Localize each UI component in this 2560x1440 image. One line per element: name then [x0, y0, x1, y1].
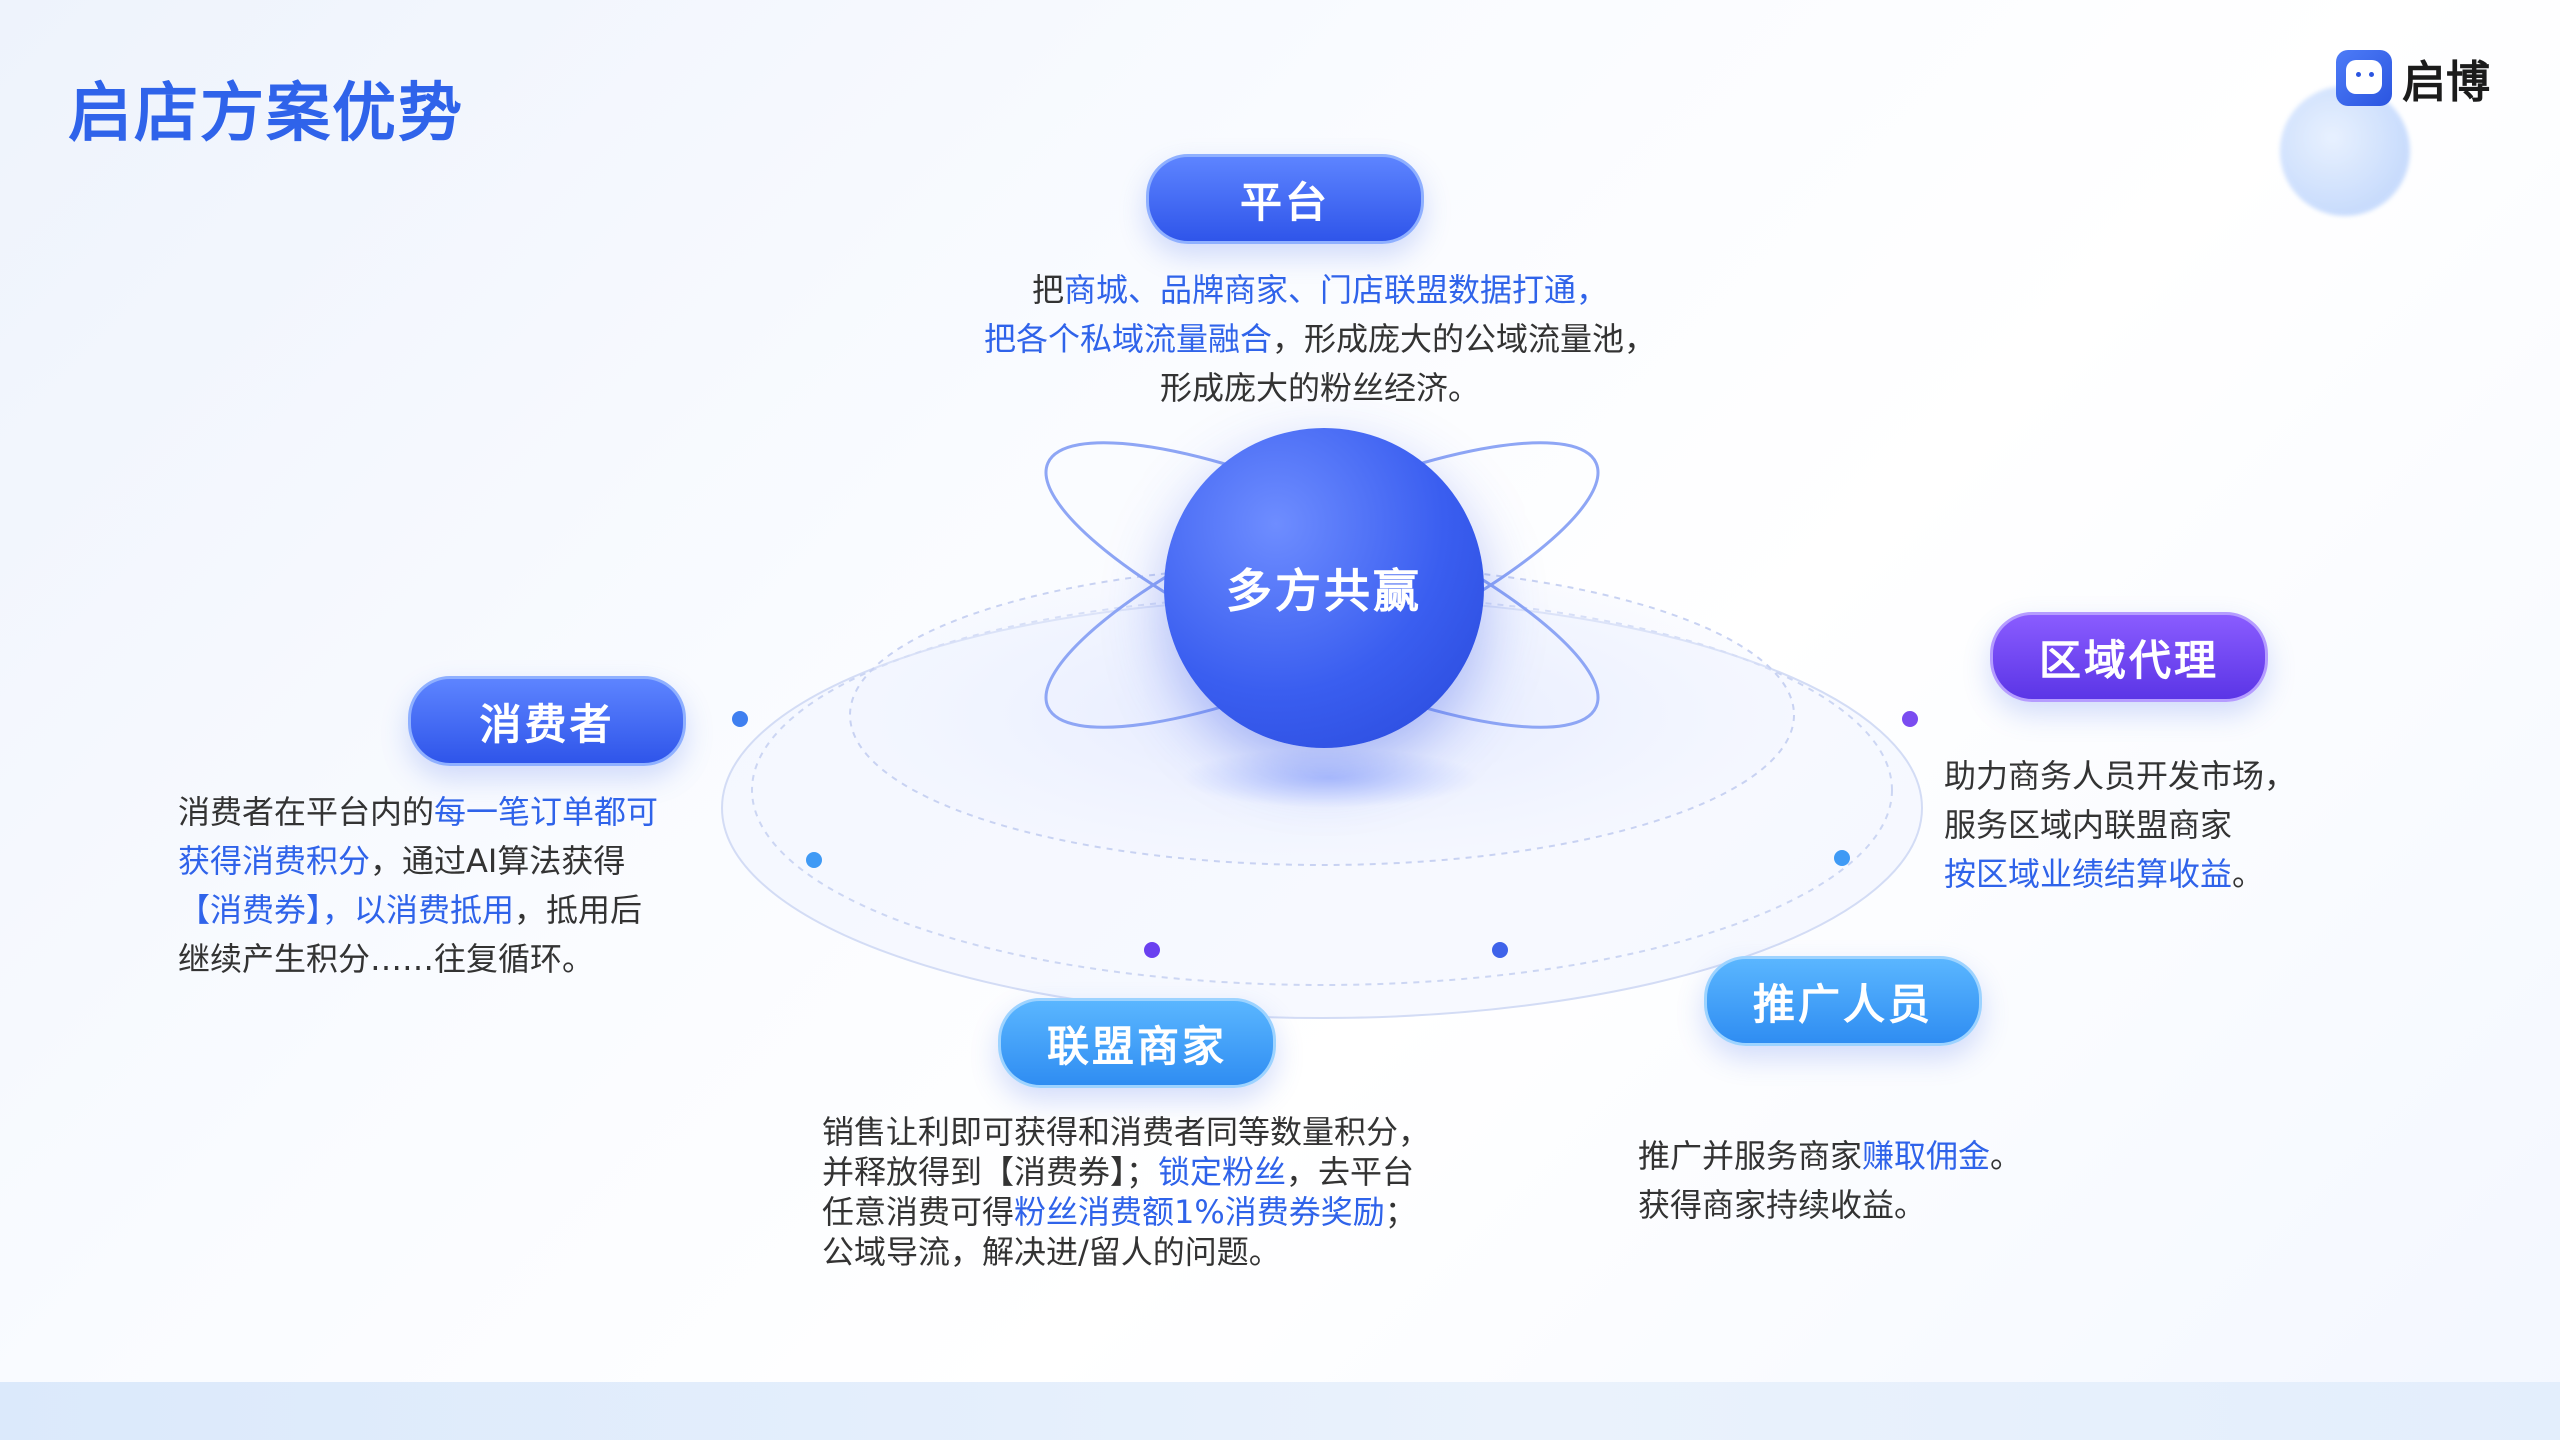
- bottom-band: [0, 1382, 2560, 1440]
- highlight-text: 赚取佣金: [1862, 1137, 1991, 1175]
- highlight-text: 获得消费积分: [178, 842, 371, 880]
- agent-pill: 区域代理: [1990, 612, 2268, 702]
- orbit-dot: [1834, 850, 1850, 866]
- highlight-text: 锁定粉丝: [1158, 1153, 1287, 1191]
- desc-text: ，抵用后: [514, 891, 643, 929]
- merchant-desc: 销售让利即可获得和消费者同等数量积分，并释放得到【消费券】；锁定粉丝，去平台任意…: [822, 1112, 1462, 1272]
- desc-text: ；: [1384, 1193, 1417, 1231]
- orbit-dot: [806, 852, 822, 868]
- promoter-desc: 推广并服务商家赚取佣金。获得商家持续收益。: [1638, 1132, 2098, 1230]
- desc-text: 。: [2232, 855, 2265, 893]
- orbit-dot: [1492, 942, 1508, 958]
- desc-text: 并释放得到【消费券】；: [822, 1153, 1159, 1191]
- consumer-pill: 消费者: [408, 676, 686, 766]
- desc-text: 消费者在平台内的: [178, 793, 435, 831]
- consumer-desc: 消费者在平台内的每一笔订单都可获得消费积分，通过AI算法获得【消费券】，以消费抵…: [178, 788, 718, 984]
- orbit-dot: [1902, 711, 1918, 727]
- desc-text: 把: [1031, 271, 1064, 309]
- brand-logo: 启博: [2336, 46, 2490, 110]
- orbit-dot: [1144, 942, 1160, 958]
- desc-text: 形成庞大的粉丝经济。: [1159, 369, 1480, 407]
- orbit-dot: [732, 711, 748, 727]
- center-sphere: 多方共赢: [1164, 428, 1484, 748]
- merchant-pill: 联盟商家: [998, 998, 1276, 1088]
- desc-text: 任意消费可得: [822, 1193, 1015, 1231]
- desc-text: 销售让利即可获得和消费者同等数量积分，: [822, 1113, 1431, 1151]
- promoter-pill: 推广人员: [1704, 956, 1982, 1046]
- agent-desc: 助力商务人员开发市场， 服务区域内联盟商家按区域业绩结算收益。: [1944, 752, 2364, 899]
- desc-text: 继续产生积分……往复循环。: [178, 940, 595, 978]
- desc-text: 助力商务人员开发市场，: [1944, 757, 2297, 795]
- page-title: 启店方案优势: [68, 77, 464, 151]
- desc-text: ，通过AI算法获得: [370, 842, 626, 880]
- center-shadow: [1180, 748, 1480, 808]
- desc-text: 服务区域内联盟商家: [1944, 806, 2233, 844]
- desc-text: 推广并服务商家: [1638, 1137, 1863, 1175]
- highlight-text: 每一笔订单都可: [434, 793, 659, 831]
- highlight-text: 把各个私域流量融合: [983, 320, 1272, 358]
- desc-text: ，形成庞大的公域流量池，: [1272, 320, 1657, 358]
- highlight-text: 【消费券】，以消费抵用: [178, 891, 515, 929]
- desc-text: 公域导流，解决进/留人的问题。: [822, 1233, 1281, 1271]
- chat-bubble-icon: [2336, 50, 2392, 106]
- highlight-text: 商城、品牌商家、门店联盟数据打通，: [1064, 271, 1609, 309]
- desc-text: 。: [1990, 1137, 2023, 1175]
- desc-text: ，去平台: [1286, 1153, 1415, 1191]
- decorative-orb: [2280, 86, 2410, 216]
- highlight-text: 粉丝消费额1%消费券奖励: [1014, 1193, 1385, 1231]
- platform-pill: 平台: [1146, 154, 1424, 244]
- desc-text: 获得商家持续收益。: [1638, 1186, 1927, 1224]
- brand-name: 启博: [2402, 57, 2490, 108]
- highlight-text: 按区域业绩结算收益: [1944, 855, 2233, 893]
- platform-desc: 把商城、品牌商家、门店联盟数据打通， 把各个私域流量融合，形成庞大的公域流量池， 形…: [960, 266, 1680, 413]
- center-label: 多方共赢: [1226, 564, 1422, 618]
